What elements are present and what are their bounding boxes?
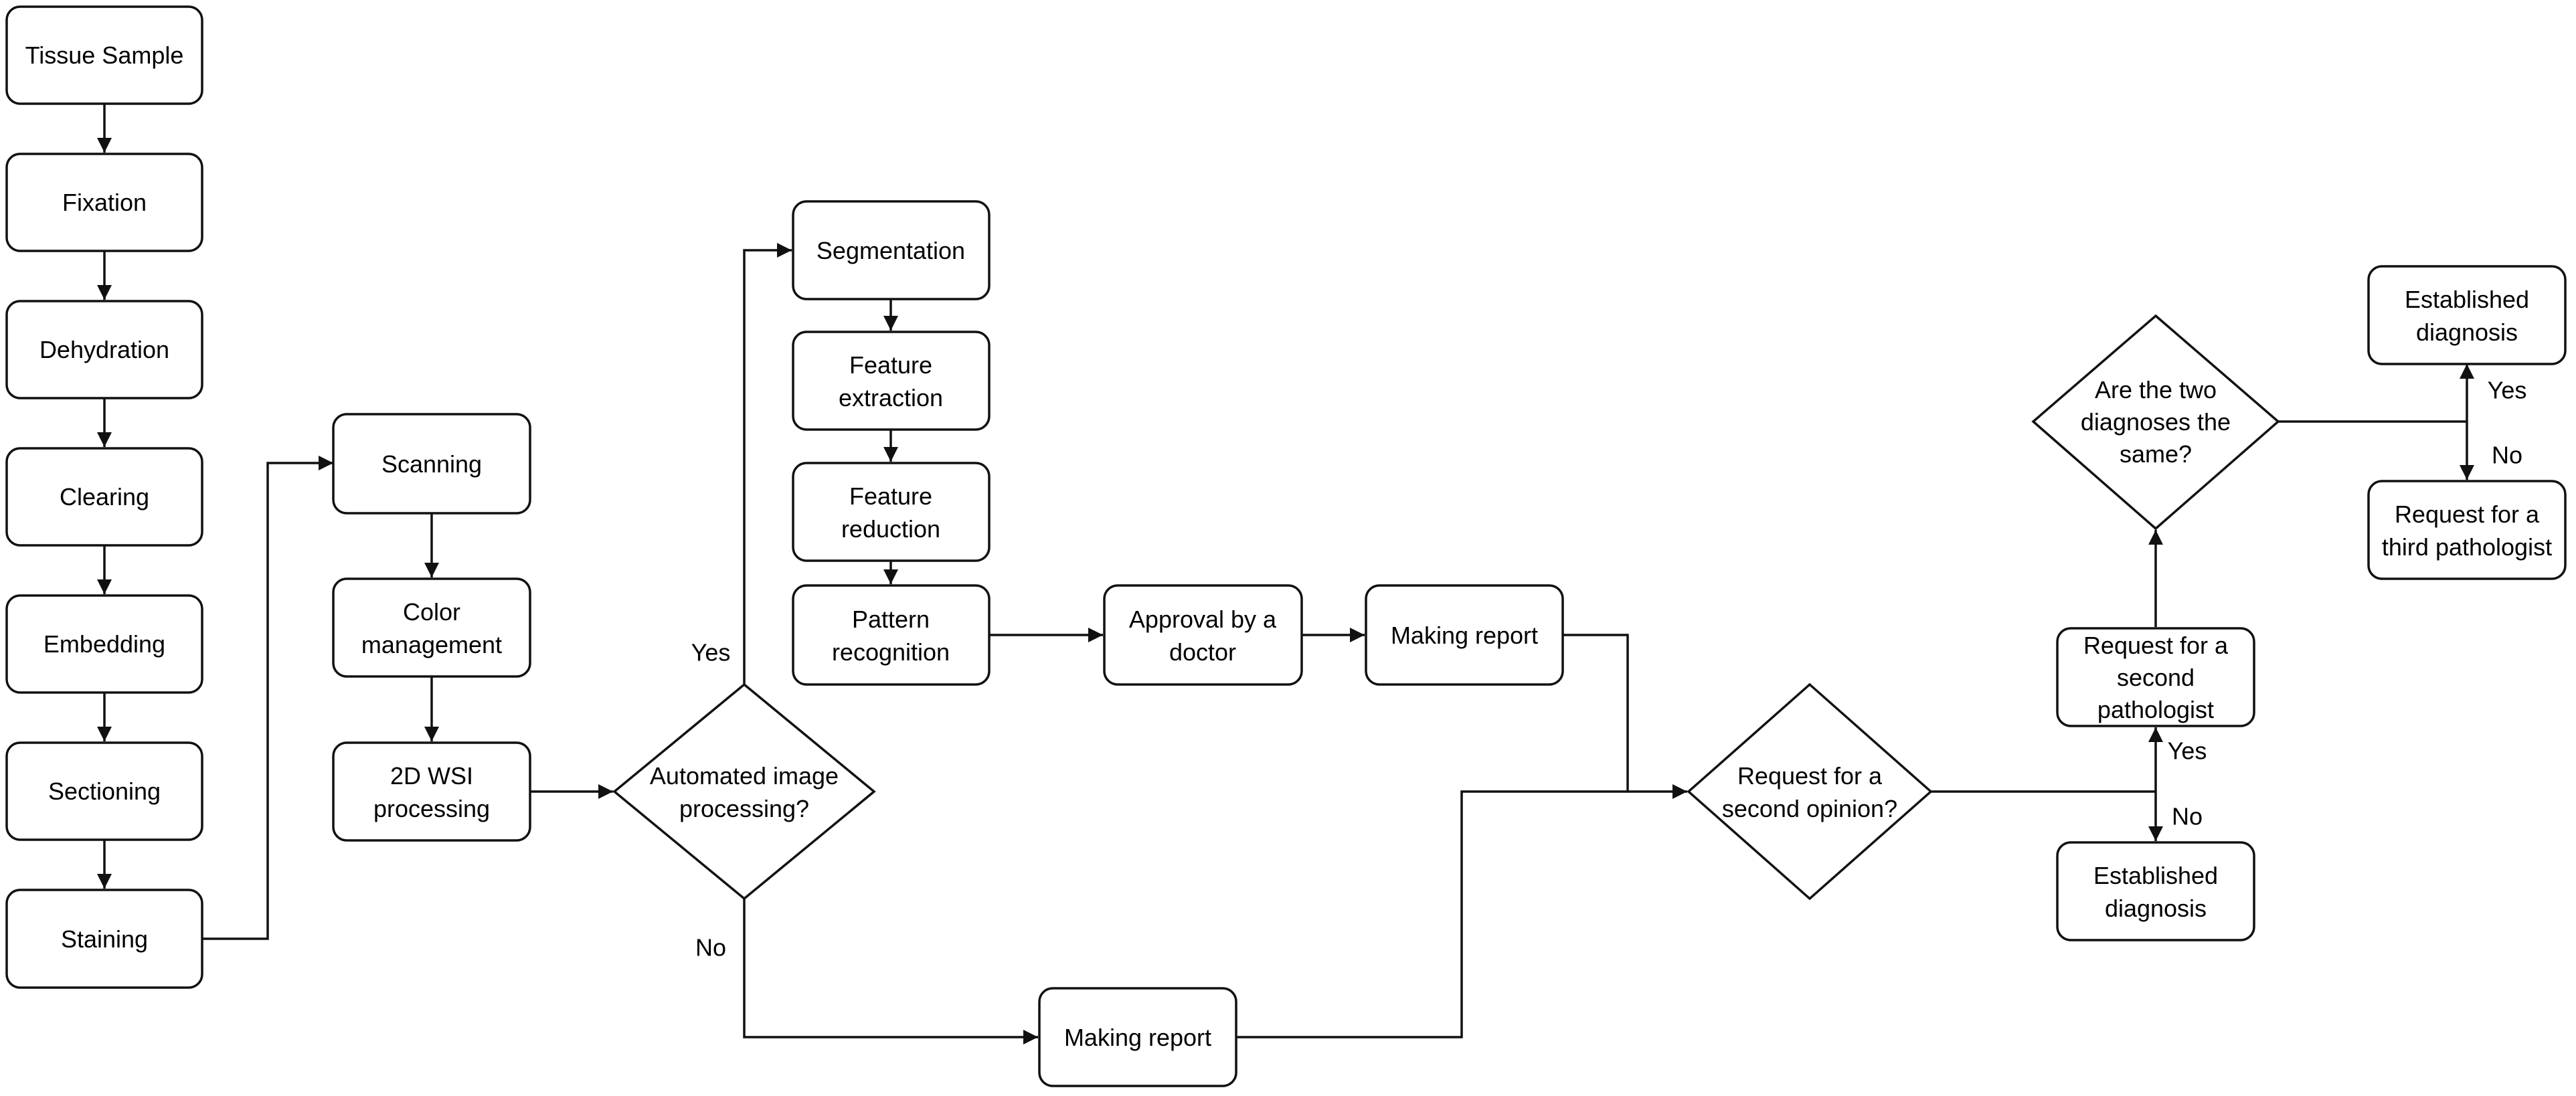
- node-clearing: Clearing: [5, 447, 203, 547]
- node-making-report-top: Making report: [1365, 584, 1564, 686]
- node-label: Fixation: [62, 189, 147, 216]
- node-embedding: Embedding: [5, 594, 203, 694]
- node-sectioning: Sectioning: [5, 741, 203, 841]
- node-staining: Staining: [5, 889, 203, 989]
- edge-report-top-opinion: [1563, 634, 1687, 799]
- edge-label-no: No: [2172, 803, 2203, 830]
- node-segmentation: Segmentation: [792, 200, 991, 300]
- edge-decision-report-bottom: [743, 899, 1038, 1044]
- edge-label-no: No: [695, 934, 726, 962]
- node-label: Tissue Sample: [25, 41, 184, 69]
- edge-staining-scanning: [202, 456, 333, 940]
- edge-report-bottom-opinion: [1236, 790, 1628, 1038]
- node-scanning: Scanning: [332, 413, 531, 515]
- node-label: Sectioning: [48, 778, 161, 805]
- edge-label-no: No: [2492, 442, 2522, 469]
- node-label: Making report: [1064, 1024, 1211, 1051]
- node-label: Dehydration: [39, 336, 169, 363]
- node-label: Clearing: [60, 483, 149, 511]
- node-label: Embedding: [44, 630, 165, 658]
- node-label: Scanning: [381, 450, 482, 478]
- edge-decision-segmentation: [743, 243, 792, 684]
- connectors: [97, 104, 2474, 1044]
- node-label: Staining: [61, 925, 148, 953]
- node-label: Making report: [1391, 622, 1538, 649]
- edge-label-yes: Yes: [2488, 377, 2527, 404]
- node-tissue-sample: Tissue Sample: [5, 5, 203, 105]
- node-dehydration: Dehydration: [5, 300, 203, 399]
- node-fixation: Fixation: [5, 153, 203, 252]
- node-label: Segmentation: [817, 237, 965, 264]
- edge-label-yes: Yes: [2168, 737, 2207, 765]
- edge-label-yes: Yes: [691, 639, 731, 666]
- node-making-report-bottom: Making report: [1038, 987, 1237, 1087]
